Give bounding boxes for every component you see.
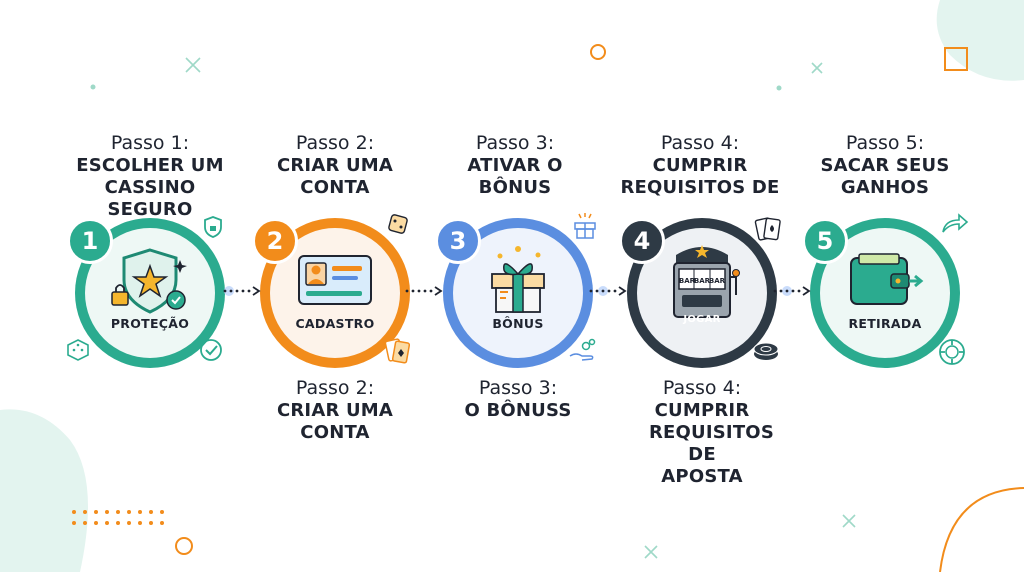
step-number-badge: 1 [67,218,113,264]
poker-chips-icon [753,342,779,360]
share-arrow-icon [942,213,969,233]
poker-chip-icon [939,339,965,365]
step-number-badge: 3 [435,218,481,264]
step-title: SACAR SEUS GANHOS [820,155,950,198]
gift-box-icon [491,246,545,313]
step-label: Passo 5: [845,132,925,154]
step-5-header: Passo 5: SACAR SEUS GANHOS [790,131,980,199]
step-caption: CADASTRO [295,316,375,331]
step-number-badge: 5 [802,218,848,264]
step-title: CUMPRIR REQUISITOS DE APOSTA [649,400,774,487]
step-label: Passo 2: [295,377,375,399]
slot-reel-3: BAR [709,277,726,285]
slot-reel-2: BAR [694,277,711,285]
step-caption: RETIRADA [848,316,922,331]
step-title: O BÔNUSS [464,400,572,421]
connector-arrow [773,286,811,296]
step-label: Passo 3: [478,377,558,399]
step-label: Passo 2: [295,132,375,154]
step-title: CRIAR UMA CONTA [276,400,394,443]
step-4-header: Passo 4: CUMPRIR REQUISITOS DE [605,131,795,199]
step-4-circle: BAR BAR BAR JOGAR 4 [619,218,777,368]
step-title: ESCOLHER UM CASSINO SEGURO [76,155,224,220]
step-4-footer: Passo 4: CUMPRIR REQUISITOS DE APOSTA [607,376,797,488]
step-title: ATIVAR O BÔNUS [467,155,563,198]
hand-coins-icon [569,338,596,361]
slot-machine-icon: BAR BAR BAR [673,245,740,318]
step-1-circle: PROTEÇÃO 1 [67,218,225,368]
step-5-circle: RETIRADA 5 [802,218,960,368]
step-label: Passo 4: [660,132,740,154]
step-3-circle: BÔNUS 3 [435,218,593,368]
step-3-header: Passo 3: ATIVAR O BÔNUS [420,131,610,199]
shield-star-icon [111,248,187,314]
step-caption: PROTEÇÃO [110,316,190,331]
step-title: CRIAR UMA CONTA [276,155,394,198]
step-label: Passo 4: [662,377,742,399]
step-2-header: Passo 2: CRIAR UMA CONTA [240,131,430,199]
gift-outline-icon [574,213,596,239]
step-number-badge: 4 [619,218,665,264]
dice-icon [388,214,408,234]
play-label: JOGAR [683,314,721,325]
lock-shield-icon [204,216,222,238]
dice-icon [67,339,89,361]
step-2-footer: Passo 2: CRIAR UMA CONTA [240,376,430,444]
wallet-icon [850,253,924,305]
playing-cards-icon [384,338,411,364]
connector-arrow [405,286,443,296]
step-label: Passo 3: [475,132,555,154]
step-3-footer: Passo 3: O BÔNUSS [423,376,613,422]
step-caption: BÔNUS [492,316,544,331]
step-1-header: Passo 1: ESCOLHER UM CASSINO SEGURO [55,131,245,221]
check-icon [200,339,222,361]
step-title: CUMPRIR REQUISITOS DE [620,155,780,198]
playing-cards-icon [754,217,781,241]
slot-reel-1: BAR [679,277,696,285]
id-card-icon [298,255,372,305]
connector-arrow [589,286,627,296]
step-number-badge: 2 [252,218,298,264]
step-label: Passo 1: [110,132,190,154]
connector-arrow [223,286,261,296]
